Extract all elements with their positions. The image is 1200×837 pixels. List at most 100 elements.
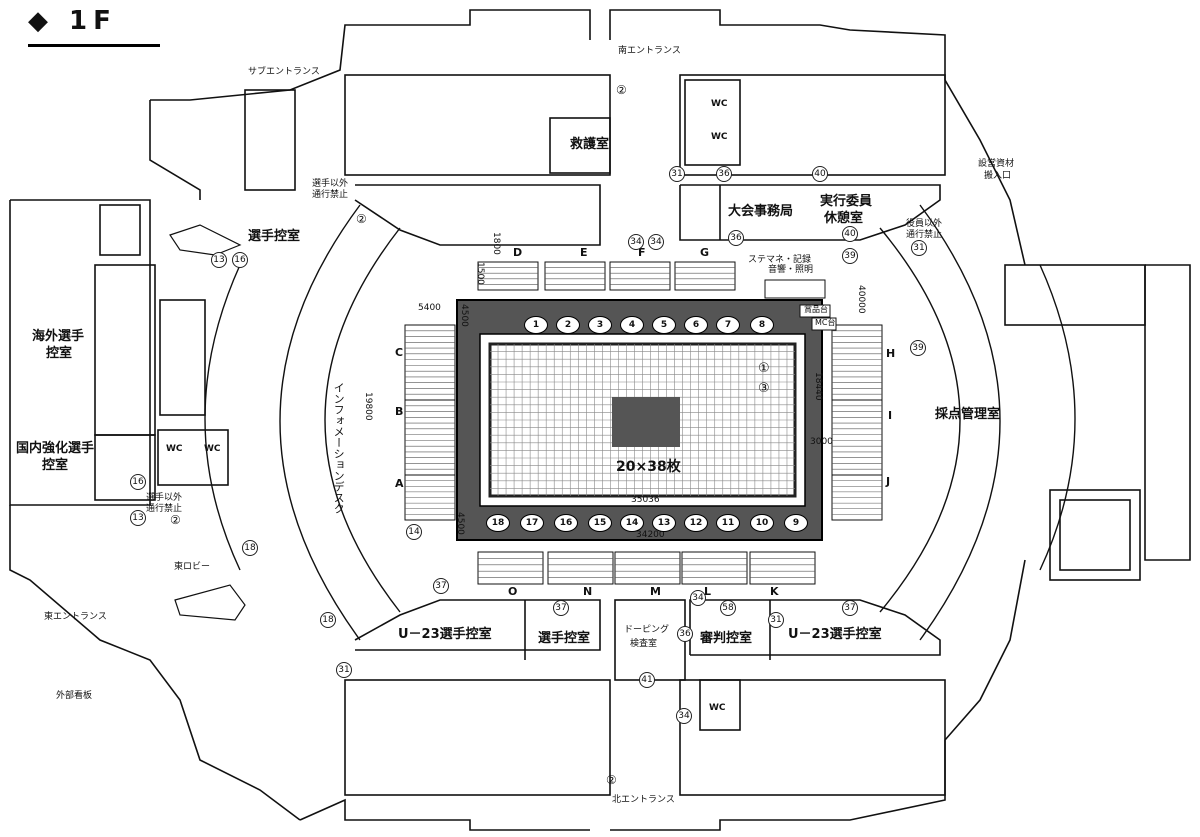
room-jikko-iin: 実行委員 [820,194,873,209]
seating-block [544,261,606,291]
seating-block [609,261,671,291]
marker-c1: ① [758,361,770,376]
seating-block [831,399,883,476]
setsubi-1: 設営資材 [978,159,1015,169]
marker-37-left: 37 [433,578,449,594]
marker-36-bottom: 36 [677,626,693,642]
building-outline [9,9,1191,831]
block-i: I [888,409,893,422]
wc-label-5: WC [709,703,726,713]
marker-c2-south: ② [616,83,627,97]
marker-40-top: 40 [812,166,828,182]
block-f: F [638,246,646,259]
marker-36-top: 36 [716,166,732,182]
marker-31-east: 31 [911,240,927,256]
page-title: ◆ 1F [28,6,117,36]
judge-seat-2: 2 [556,316,580,334]
note-yakuin-igai-2: 通行禁止 [906,230,943,240]
entrance-east: 東エントランス [44,612,107,622]
wc-label-2: WC [711,132,728,142]
dim-34200: 34200 [636,530,665,540]
dim-35036: 35036 [631,495,660,505]
room-senshu-hikae-top: 選手控室 [248,229,301,244]
mat-count: 20×38枚 [616,459,681,475]
block-d: D [513,246,523,259]
room-senshu-hikae-bottom: 選手控室 [538,631,591,646]
dim-5400: 5400 [418,303,441,313]
marker-39-east: 39 [910,340,926,356]
room-kaigai-senshu: 海外選手 [32,329,85,344]
room-u23-left: U－23選手控室 [398,627,492,642]
marker-c2-west-top: ② [356,212,367,226]
marker-c3: ③ [758,381,770,396]
prize-table [799,304,831,318]
block-o: O [508,585,518,598]
seating-block [404,399,456,476]
marker-13-top: 13 [211,252,227,268]
seating-block [831,324,883,401]
dim-4500-top: 4500 [458,304,469,327]
arena-arcs [204,204,1076,641]
room-u23-right: U－23選手控室 [788,627,882,642]
dim-1800: 1800 [490,232,501,255]
seating-block [547,551,614,585]
dim-19800: 19800 [362,392,373,421]
room-kokunai-kyoka: 国内強化選手 [16,441,95,456]
steamer-2: 音響・照明 [768,265,814,275]
marker-41: 41 [639,672,655,688]
block-l: L [704,585,712,598]
judge-seat-7: 7 [716,316,740,334]
note-senshu-igai-bottom-2: 通行禁止 [146,504,183,514]
judge-seat-12: 12 [684,514,708,532]
marker-36-band: 36 [728,230,744,246]
dim-18440: 18440 [812,372,823,401]
seating-block [477,261,539,291]
mat-grid [490,344,795,496]
judge-seat-6: 6 [684,316,708,334]
seating-block [681,551,748,585]
setsubi-2: 搬入口 [984,171,1012,181]
marker-16-top: 16 [232,252,248,268]
marker-18-door: 18 [320,612,336,628]
seating-block [674,261,736,291]
room-kokunai-hikae: 控室 [42,458,69,473]
marker-14: 14 [406,524,422,540]
block-n: N [583,585,593,598]
lobby-feature-bottom [174,584,246,621]
judge-seat-16: 16 [554,514,578,532]
entrance-south: 南エントランス [618,46,681,56]
judge-seat-15: 15 [588,514,612,532]
marker-34-bottom: 34 [690,590,706,606]
block-a: A [395,477,404,490]
block-c: C [395,346,404,359]
gaibu-kanban: 外部看板 [56,691,93,701]
block-m: M [650,585,661,598]
judge-seat-13: 13 [652,514,676,532]
dim-1500-top: 1500 [474,262,485,285]
judge-seat-5: 5 [652,316,676,334]
judge-seat-8: 8 [750,316,774,334]
seating-block [404,324,456,401]
mc-label: MC台 [815,318,836,327]
info-desk: インフォメーションデスク [332,382,346,514]
wc-label-1: WC [711,99,728,109]
steamer-1: ステマネ・記録 [748,255,812,265]
judge-seat-9: 9 [784,514,808,532]
room-kaigai-hikae: 控室 [46,346,73,361]
marker-34-north: 34 [676,708,692,724]
judge-seat-11: 11 [716,514,740,532]
seating-blocks [404,261,883,585]
lobby-feature-top [169,224,242,256]
wc-label-3: WC [166,444,183,454]
room-shinpan: 審判控室 [700,631,753,646]
note-senshu-igai-top-2: 通行禁止 [312,190,349,200]
shohin-label: 賞品台 [804,305,828,314]
seating-block [749,551,816,585]
room-doping-2: 検査室 [630,639,658,649]
marker-c2-west-bottom: ② [170,513,181,527]
note-senshu-igai-bottom-1: 選手以外 [146,493,183,503]
marker-34-top-2: 34 [648,234,664,250]
note-yakuin-igai-1: 役員以外 [906,219,943,229]
room-taikai-jimukyoku: 大会事務局 [728,204,794,219]
